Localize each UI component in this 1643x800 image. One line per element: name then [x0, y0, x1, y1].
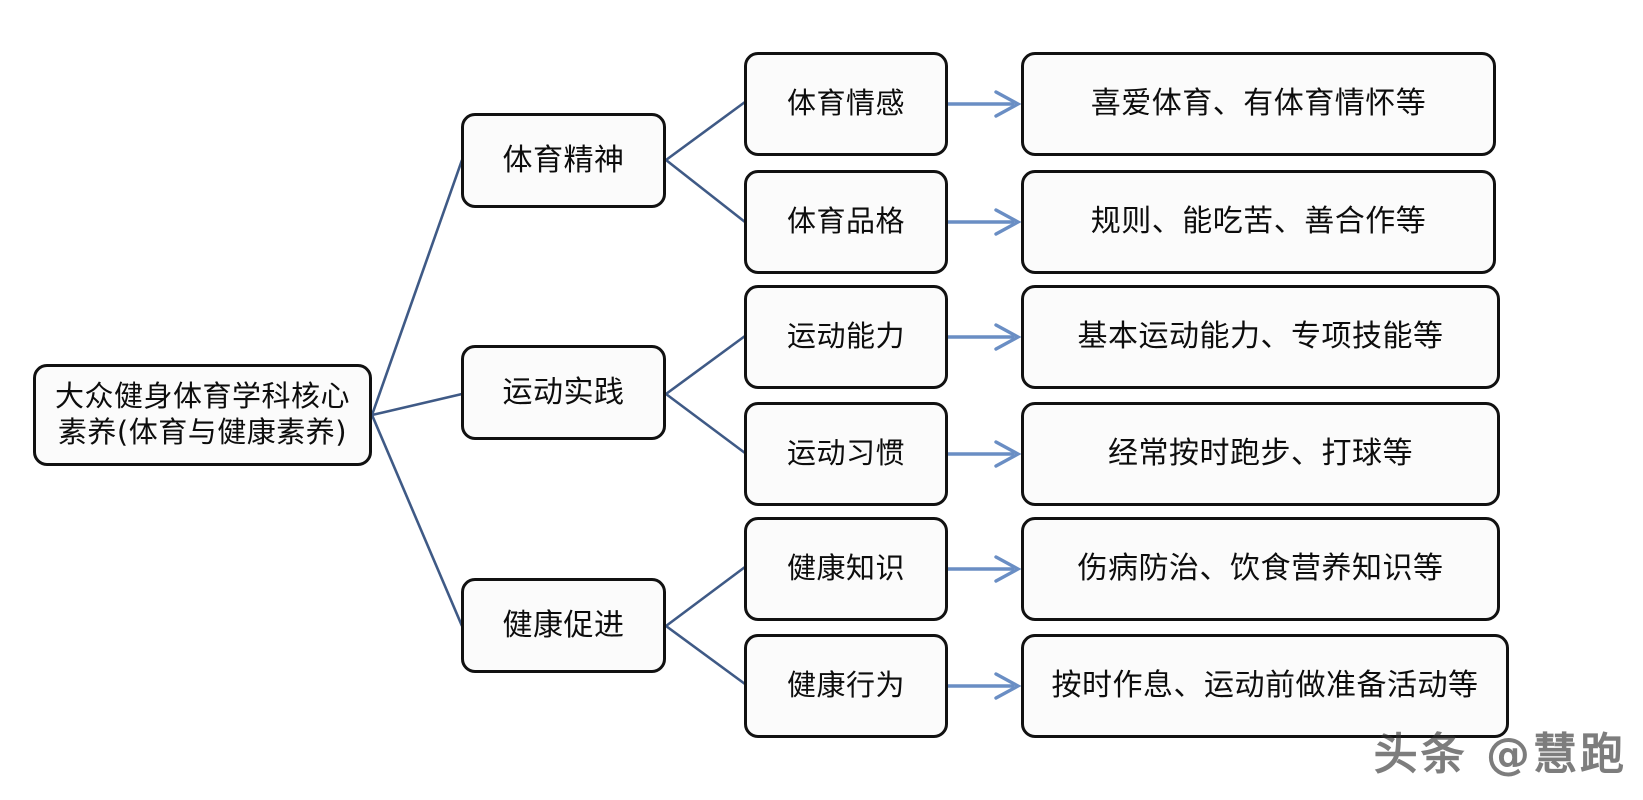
sub-node-sports-habit[interactable]: 运动习惯 — [744, 402, 948, 506]
root-node[interactable]: 大众健身体育学科核心 素养(体育与健康素养) — [33, 364, 372, 466]
sub-node-label: 体育情感 — [786, 86, 905, 121]
sub-node-health-behavior[interactable]: 健康行为 — [744, 634, 948, 738]
detail-node-sports-habit[interactable]: 经常按时跑步、打球等 — [1021, 402, 1500, 506]
detail-node-label: 喜爱体育、有体育情怀等 — [1090, 86, 1427, 122]
root-node-label-line1: 大众健身体育学科核心 — [54, 379, 350, 414]
connector-branch-2-to-child-0 — [665, 565, 746, 628]
root-connectors — [370, 159, 464, 627]
arrow-to-detail-4 — [947, 555, 1022, 583]
sub-node-sports-ability[interactable]: 运动能力 — [744, 285, 948, 389]
connector-root-to-branch-2 — [370, 414, 464, 627]
connector-branch-1-to-child-0 — [665, 334, 746, 396]
detail-arrows — [947, 90, 1022, 700]
detail-node-label: 规则、能吃苦、善合作等 — [1090, 204, 1427, 240]
arrowhead-icon — [994, 323, 1022, 351]
detail-node-sports-emotion[interactable]: 喜爱体育、有体育情怀等 — [1021, 52, 1496, 156]
sub-node-health-knowledge[interactable]: 健康知识 — [744, 517, 948, 621]
sub-node-label: 体育品格 — [786, 204, 905, 239]
detail-node-sports-character[interactable]: 规则、能吃苦、善合作等 — [1021, 170, 1496, 274]
detail-node-label: 按时作息、运动前做准备活动等 — [1051, 668, 1479, 704]
arrowhead-icon — [994, 208, 1022, 236]
arrow-to-detail-2 — [947, 323, 1022, 351]
detail-node-health-knowledge[interactable]: 伤病防治、饮食营养知识等 — [1021, 517, 1500, 621]
branch-node-label: 体育精神 — [502, 142, 625, 178]
connector-branch-2-to-child-1 — [665, 624, 746, 686]
detail-node-label: 伤病防治、饮食营养知识等 — [1077, 551, 1444, 587]
sub-node-label: 健康行为 — [786, 668, 905, 703]
arrow-to-detail-5 — [947, 672, 1022, 700]
arrow-to-detail-0 — [947, 90, 1022, 118]
connector-branch-0-to-child-0 — [665, 100, 746, 162]
branch-1-connectors — [665, 334, 746, 455]
sub-node-label: 运动习惯 — [786, 436, 905, 471]
detail-node-label: 基本运动能力、专项技能等 — [1077, 319, 1444, 355]
branch-node-sports-spirit[interactable]: 体育精神 — [461, 113, 666, 208]
connector-branch-0-to-child-1 — [665, 158, 746, 224]
arrowhead-icon — [994, 672, 1022, 700]
watermark: 头条 @慧跑 — [1373, 729, 1627, 780]
arrowhead-icon — [994, 440, 1022, 468]
arrowhead-icon — [994, 555, 1022, 583]
branch-node-sports-practice[interactable]: 运动实践 — [461, 345, 666, 440]
connector-branch-1-to-child-1 — [665, 392, 746, 455]
branch-node-label: 健康促进 — [502, 607, 625, 643]
detail-node-label: 经常按时跑步、打球等 — [1108, 436, 1413, 472]
connector-root-to-branch-1 — [371, 392, 463, 417]
sub-node-sports-emotion[interactable]: 体育情感 — [744, 52, 948, 156]
branch-node-label: 运动实践 — [502, 374, 625, 410]
branch-0-connectors — [665, 100, 746, 224]
sub-node-label: 健康知识 — [786, 551, 905, 586]
arrowhead-icon — [994, 90, 1022, 118]
root-node-label: 大众健身体育学科核心 素养(体育与健康素养) — [55, 379, 350, 451]
branch-2-connectors — [665, 565, 746, 686]
detail-node-health-behavior[interactable]: 按时作息、运动前做准备活动等 — [1021, 634, 1509, 738]
sub-node-label: 运动能力 — [786, 319, 905, 354]
connector-root-to-branch-0 — [370, 159, 464, 416]
detail-node-sports-ability[interactable]: 基本运动能力、专项技能等 — [1021, 285, 1500, 389]
branch-node-health-promotion[interactable]: 健康促进 — [461, 578, 666, 673]
sub-node-sports-character[interactable]: 体育品格 — [744, 170, 948, 274]
arrow-to-detail-1 — [947, 208, 1022, 236]
arrow-to-detail-3 — [947, 440, 1022, 468]
root-node-label-line2: 素养(体育与健康素养) — [57, 415, 348, 449]
